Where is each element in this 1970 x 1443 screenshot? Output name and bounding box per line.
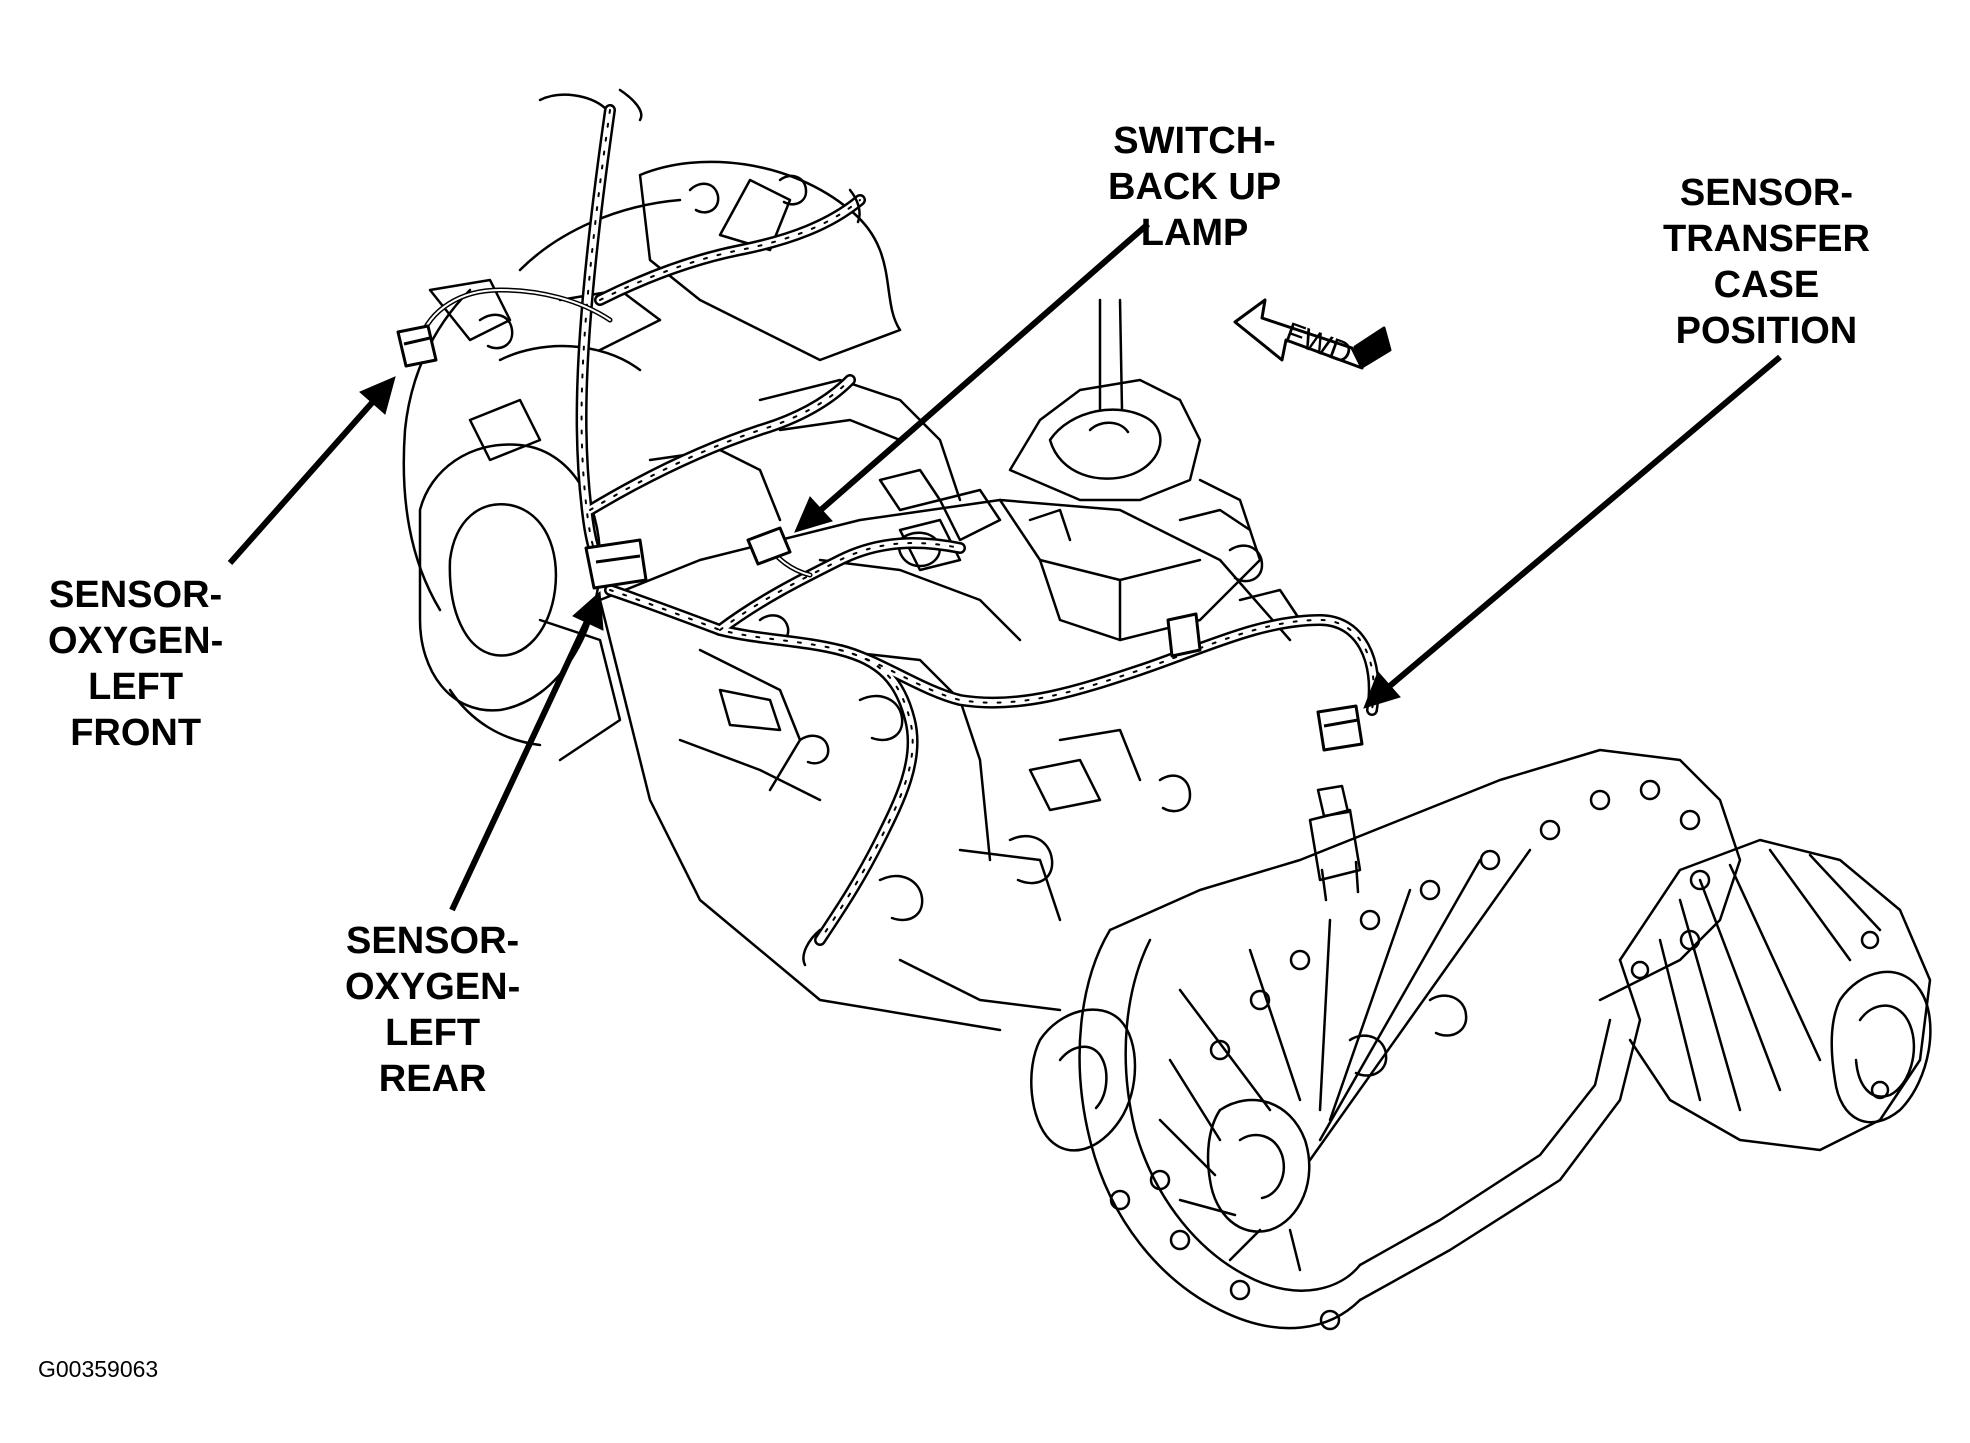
label-line: LEFT	[385, 1012, 481, 1054]
figure-id: G00359063	[38, 1356, 159, 1382]
label-line: SENSOR-	[49, 574, 223, 616]
leader-arrows	[227, 221, 1782, 912]
label-line: REAR	[378, 1058, 487, 1100]
wiring-harness	[417, 88, 1380, 967]
label-line: LAMP	[1140, 212, 1249, 254]
label-sensor-oxygen-left-front: SENSOR- OXYGEN- LEFT FRONT	[48, 572, 223, 756]
label-line: SENSOR-	[1679, 172, 1854, 214]
label-sensor-transfer-case-position: SENSOR- TRANSFER CASE POSITION	[1663, 170, 1870, 354]
transfer-case-sensor-body	[1308, 784, 1362, 902]
leader-o2-left-front	[227, 394, 381, 565]
label-switch-backup-lamp: SWITCH- BACK UP LAMP	[1108, 118, 1281, 256]
leader-transfer-case	[1383, 354, 1782, 693]
label-line: BACK UP	[1108, 166, 1282, 208]
shift-tower	[898, 298, 1302, 642]
leader-o2-left-rear	[449, 613, 593, 912]
transfer-case	[1030, 748, 1932, 1331]
harness-clip	[1166, 612, 1202, 658]
label-line: SWITCH-	[1113, 120, 1276, 162]
label-line: FRONT	[70, 712, 202, 754]
backup-lamp-switch-body	[878, 468, 942, 568]
leader-backup-lamp	[813, 221, 1150, 518]
arrowhead-o2-left-rear-icon	[572, 590, 604, 631]
label-line: TRANSFER	[1663, 218, 1870, 260]
o2-left-front-connector	[396, 324, 438, 368]
fwd-arrow-icon: FWD	[1233, 298, 1392, 371]
transfer-case-bolts	[1109, 779, 1890, 1331]
arrowhead-o2-left-front-icon	[359, 376, 396, 415]
label-line: LEFT	[88, 666, 184, 708]
arrowhead-transfer-case-icon	[1363, 671, 1401, 709]
label-sensor-oxygen-left-rear: SENSOR- OXYGEN- LEFT REAR	[345, 918, 520, 1102]
label-line: SENSOR-	[346, 920, 520, 962]
transfer-case-connector	[1316, 704, 1364, 752]
o2-left-rear-connector	[584, 538, 648, 590]
label-line: OXYGEN-	[345, 966, 521, 1008]
label-line: CASE	[1713, 264, 1820, 306]
arrowhead-backup-lamp-icon	[794, 496, 833, 533]
connectors	[396, 324, 1364, 752]
backup-lamp-connector	[746, 526, 792, 566]
transmission-case	[598, 378, 1292, 1032]
label-line: POSITION	[1675, 310, 1858, 352]
fwd-label: FWD	[1281, 316, 1356, 370]
label-line: OXYGEN-	[48, 620, 224, 662]
